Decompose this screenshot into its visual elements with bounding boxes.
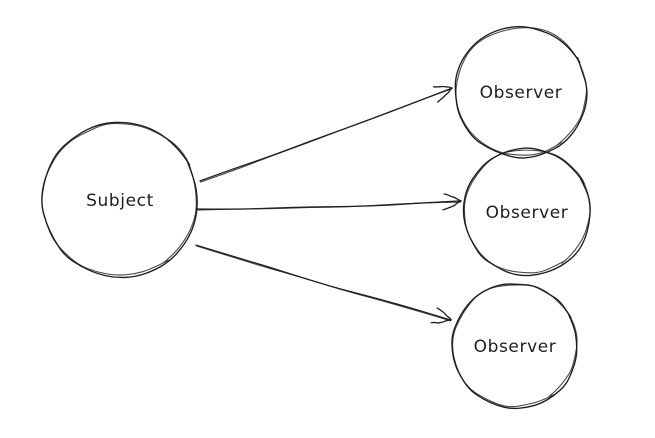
node-label-observer-3: Observer	[474, 337, 557, 357]
node-label-observer-1: Observer	[480, 83, 563, 103]
node-outline-pass-2	[463, 149, 591, 274]
edge-line-pass-2	[200, 88, 453, 183]
arrowhead-stroke-upper	[437, 87, 453, 103]
node-subject[interactable]: Subject	[41, 121, 198, 279]
edge-subject-to-observer-3[interactable]	[195, 244, 452, 324]
arrowhead-stroke-lower	[436, 307, 452, 321]
node-observer-1[interactable]: Observer	[454, 25, 588, 159]
edge-line-pass-2	[196, 201, 462, 211]
arrowhead-stroke-upper	[442, 200, 462, 211]
edge-line-pass-1	[195, 200, 462, 210]
node-outline-pass-2	[41, 122, 197, 276]
arrowhead-stroke-upper	[430, 319, 452, 324]
arrowhead-stroke-lower	[432, 85, 453, 89]
edge-line-pass-2	[196, 245, 452, 322]
node-outline-pass-2	[452, 284, 578, 408]
node-observer-3[interactable]: Observer	[451, 283, 578, 410]
edge-subject-to-observer-1[interactable]	[199, 85, 453, 183]
edges-layer	[195, 85, 462, 324]
node-observer-2[interactable]: Observer	[462, 147, 591, 277]
edge-line-pass-1	[195, 244, 452, 321]
edge-subject-to-observer-2[interactable]	[195, 193, 462, 211]
node-label-observer-2: Observer	[486, 203, 569, 223]
node-outline-pass-2	[455, 27, 588, 156]
node-label-subject: Subject	[86, 191, 154, 211]
arrowhead-stroke-lower	[443, 193, 462, 202]
